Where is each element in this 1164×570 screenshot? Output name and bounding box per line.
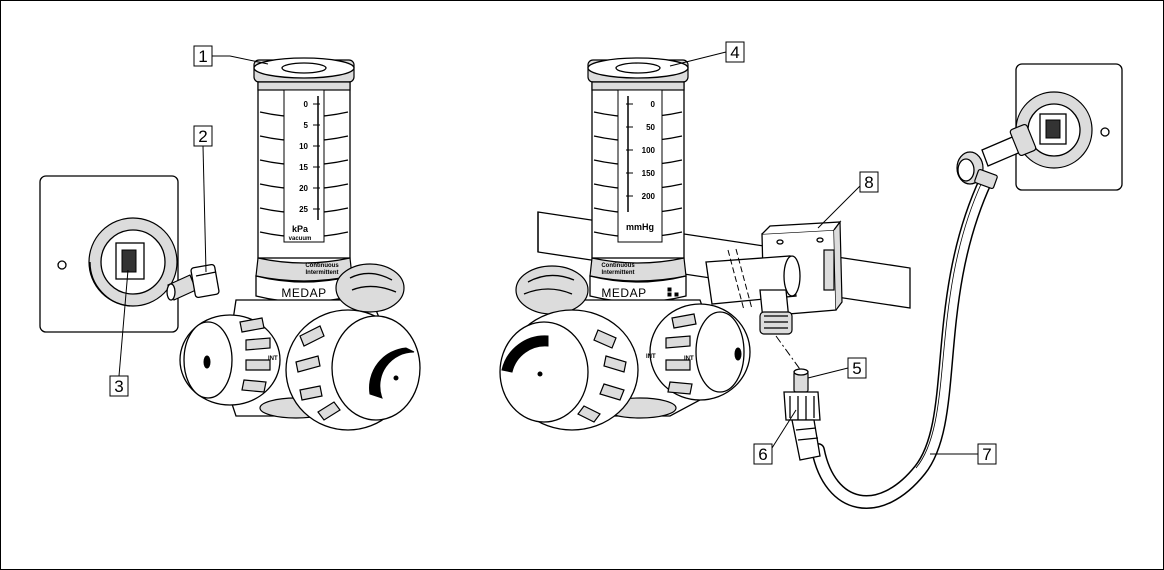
right-scale-mark: 0 [651, 100, 656, 109]
wall-connector-nipple [166, 263, 220, 301]
left-mode-intermittent: Intermittent [306, 270, 339, 276]
right-brand-label: MEDAP [601, 286, 646, 300]
right-regulator: 0 50 100 150 200 mmHg Continuous Intermi… [499, 57, 751, 431]
right-unit-label: mmHg [626, 222, 654, 232]
left-scale-mark: 5 [304, 121, 309, 130]
left-scale-mark: 25 [299, 205, 308, 214]
left-int-label: INT [268, 356, 278, 362]
left-unit-label: kPa [292, 224, 309, 234]
left-mode-continuous: Continuous [305, 263, 339, 269]
left-front-knob [285, 309, 421, 431]
callout-label: 6 [758, 445, 767, 464]
right-mode-intermittent: Intermittent [602, 270, 635, 276]
callout-label: 5 [852, 359, 861, 378]
callout-7: 7 [930, 443, 997, 465]
callout-1: 1 [193, 45, 269, 67]
left-regulator: 0 5 10 15 20 25 kPa vacuum Continuous In… [179, 57, 421, 431]
callout-label: 2 [198, 127, 207, 146]
right-mode-continuous: Continuous [601, 263, 635, 269]
left-side-knob: INT [179, 314, 281, 406]
left-scale-mark: 15 [299, 163, 308, 172]
callout-4: 4 [669, 41, 745, 67]
left-scale-mark: 0 [304, 100, 309, 109]
callout-label: 1 [198, 47, 207, 66]
right-side-knob: INT INT [646, 303, 751, 401]
callout-label: 8 [864, 173, 873, 192]
right-int-label: INT [684, 356, 694, 362]
callout-5: 5 [807, 357, 867, 379]
callout-label: 3 [114, 377, 123, 396]
right-wall-outlet [1015, 63, 1123, 191]
callout-6: 6 [753, 409, 797, 465]
left-unit-sub-label: vacuum [289, 236, 312, 242]
right-scale-mark: 150 [642, 169, 656, 178]
suction-hose [811, 168, 998, 509]
left-wall-outlet [39, 175, 179, 333]
right-int-label-2: INT [646, 354, 656, 360]
left-brand-label: MEDAP [281, 286, 326, 300]
right-scale-mark: 100 [642, 146, 656, 155]
callout-label: 7 [982, 445, 991, 464]
right-scale-mark: 50 [646, 123, 655, 132]
hose-connector [783, 368, 821, 461]
left-scale-mark: 20 [299, 184, 308, 193]
callout-2: 2 [193, 125, 213, 273]
connection-axis [775, 335, 803, 373]
callout-3: 3 [109, 269, 129, 397]
callout-label: 4 [730, 43, 739, 62]
right-front-knob [499, 309, 639, 431]
left-scale-mark: 10 [299, 142, 308, 151]
mounting-clamp [705, 220, 843, 335]
right-scale-mark: 200 [642, 192, 656, 201]
callout-8: 8 [817, 171, 879, 229]
